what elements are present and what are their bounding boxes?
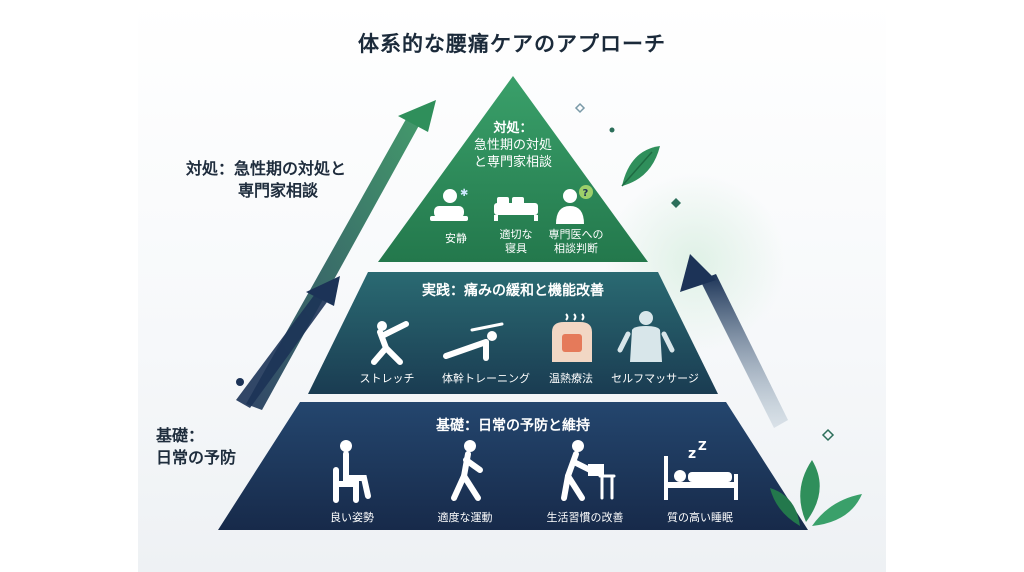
tier-middle-title: 実践：痛みの緩和と機能改善: [422, 283, 604, 299]
label-posture: 良い姿勢: [330, 511, 374, 524]
leaf-decoration-top: [621, 146, 660, 187]
bed-icon: [494, 197, 538, 221]
svg-text:z: z: [688, 446, 696, 462]
side-label-top-line1: 対処：急性期の対処と: [186, 159, 347, 178]
heat-therapy-icon: [552, 313, 592, 362]
label-core-training: 体幹トレーニング: [442, 372, 530, 385]
sparkle-decorations: [236, 102, 835, 442]
doctor-icon: ?: [556, 185, 593, 224]
tier-top-title-line2: 急性期の対処: [473, 138, 552, 153]
side-label-bottom: 基礎： 日常の予防: [156, 425, 236, 469]
label-heat-therapy: 温熱療法: [549, 372, 593, 385]
tier-middle: [308, 272, 718, 394]
sitting-posture-icon: [333, 440, 371, 503]
tier-top-title-line3: と専門家相談: [473, 155, 552, 170]
label-bedding: 適切な 寝具: [499, 228, 533, 255]
tier-bottom: [218, 402, 808, 530]
tier-top-title-line1: 対処：: [493, 121, 533, 136]
svg-text:?: ?: [583, 188, 589, 199]
label-stretch: ストレッチ: [359, 372, 415, 385]
page-title: 体系的な腰痛ケアのアプローチ: [358, 32, 666, 56]
label-self-massage: セルフマッサージ: [611, 372, 699, 385]
side-label-top-line2: 専門家相談: [238, 181, 319, 200]
plank-icon: [443, 322, 504, 361]
side-label-bottom-line1: 基礎：: [156, 426, 205, 445]
right-ascending-arrow: [680, 254, 788, 428]
side-label-top: 対処：急性期の対処と 専門家相談: [186, 158, 346, 202]
svg-text:✱: ✱: [460, 188, 468, 199]
label-rest: 安静: [445, 232, 467, 245]
label-doctor-consult: 専門医への 相談判断: [548, 228, 604, 255]
svg-text:Z: Z: [698, 439, 707, 453]
rest-icon: ✱: [430, 188, 468, 221]
tier-top-title: 対処： 急性期の対処 と専門家相談: [453, 120, 573, 171]
label-lifestyle: 生活習慣の改善: [546, 511, 624, 524]
label-sleep: 質の高い睡眠: [667, 511, 733, 524]
label-exercise: 適度な運動: [437, 511, 493, 524]
stretch-icon: [371, 321, 409, 365]
lifting-icon: [561, 440, 616, 501]
side-label-bottom-line2: 日常の予防: [156, 448, 237, 467]
leaf-decoration-bottom: [770, 460, 862, 526]
tier-bottom-title: 基礎：日常の予防と維持: [436, 418, 590, 434]
left-lower-arrow: [236, 276, 340, 408]
sleep-icon: z Z: [664, 439, 738, 500]
massage-icon: [617, 311, 675, 362]
walking-icon: [451, 440, 483, 501]
